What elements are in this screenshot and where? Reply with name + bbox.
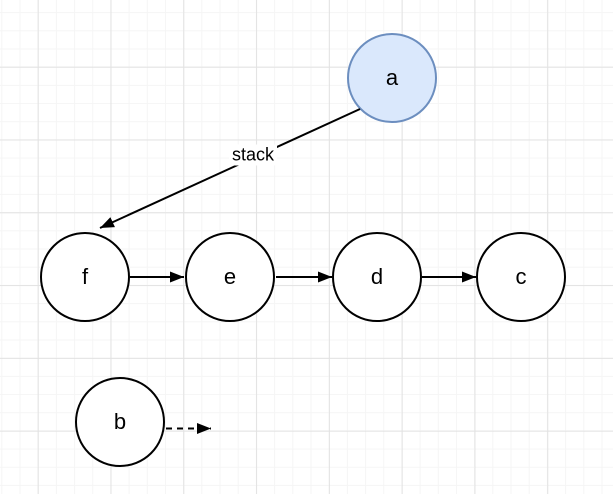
node-e-label: e bbox=[223, 264, 237, 289]
node-a[interactable]: a bbox=[347, 33, 437, 123]
node-c-label: c bbox=[515, 264, 527, 289]
edge-label-stack[interactable]: stack bbox=[228, 144, 278, 166]
node-f-label: f bbox=[81, 264, 89, 289]
node-c[interactable]: c bbox=[476, 232, 566, 322]
node-a-label: a bbox=[385, 65, 399, 90]
node-e[interactable]: e bbox=[185, 232, 275, 322]
node-b-label: b bbox=[113, 409, 127, 434]
node-f[interactable]: f bbox=[40, 232, 130, 322]
node-b[interactable]: b bbox=[75, 377, 165, 467]
edge-a-f[interactable] bbox=[99, 108, 361, 229]
node-d-label: d bbox=[370, 264, 384, 289]
node-d[interactable]: d bbox=[332, 232, 422, 322]
